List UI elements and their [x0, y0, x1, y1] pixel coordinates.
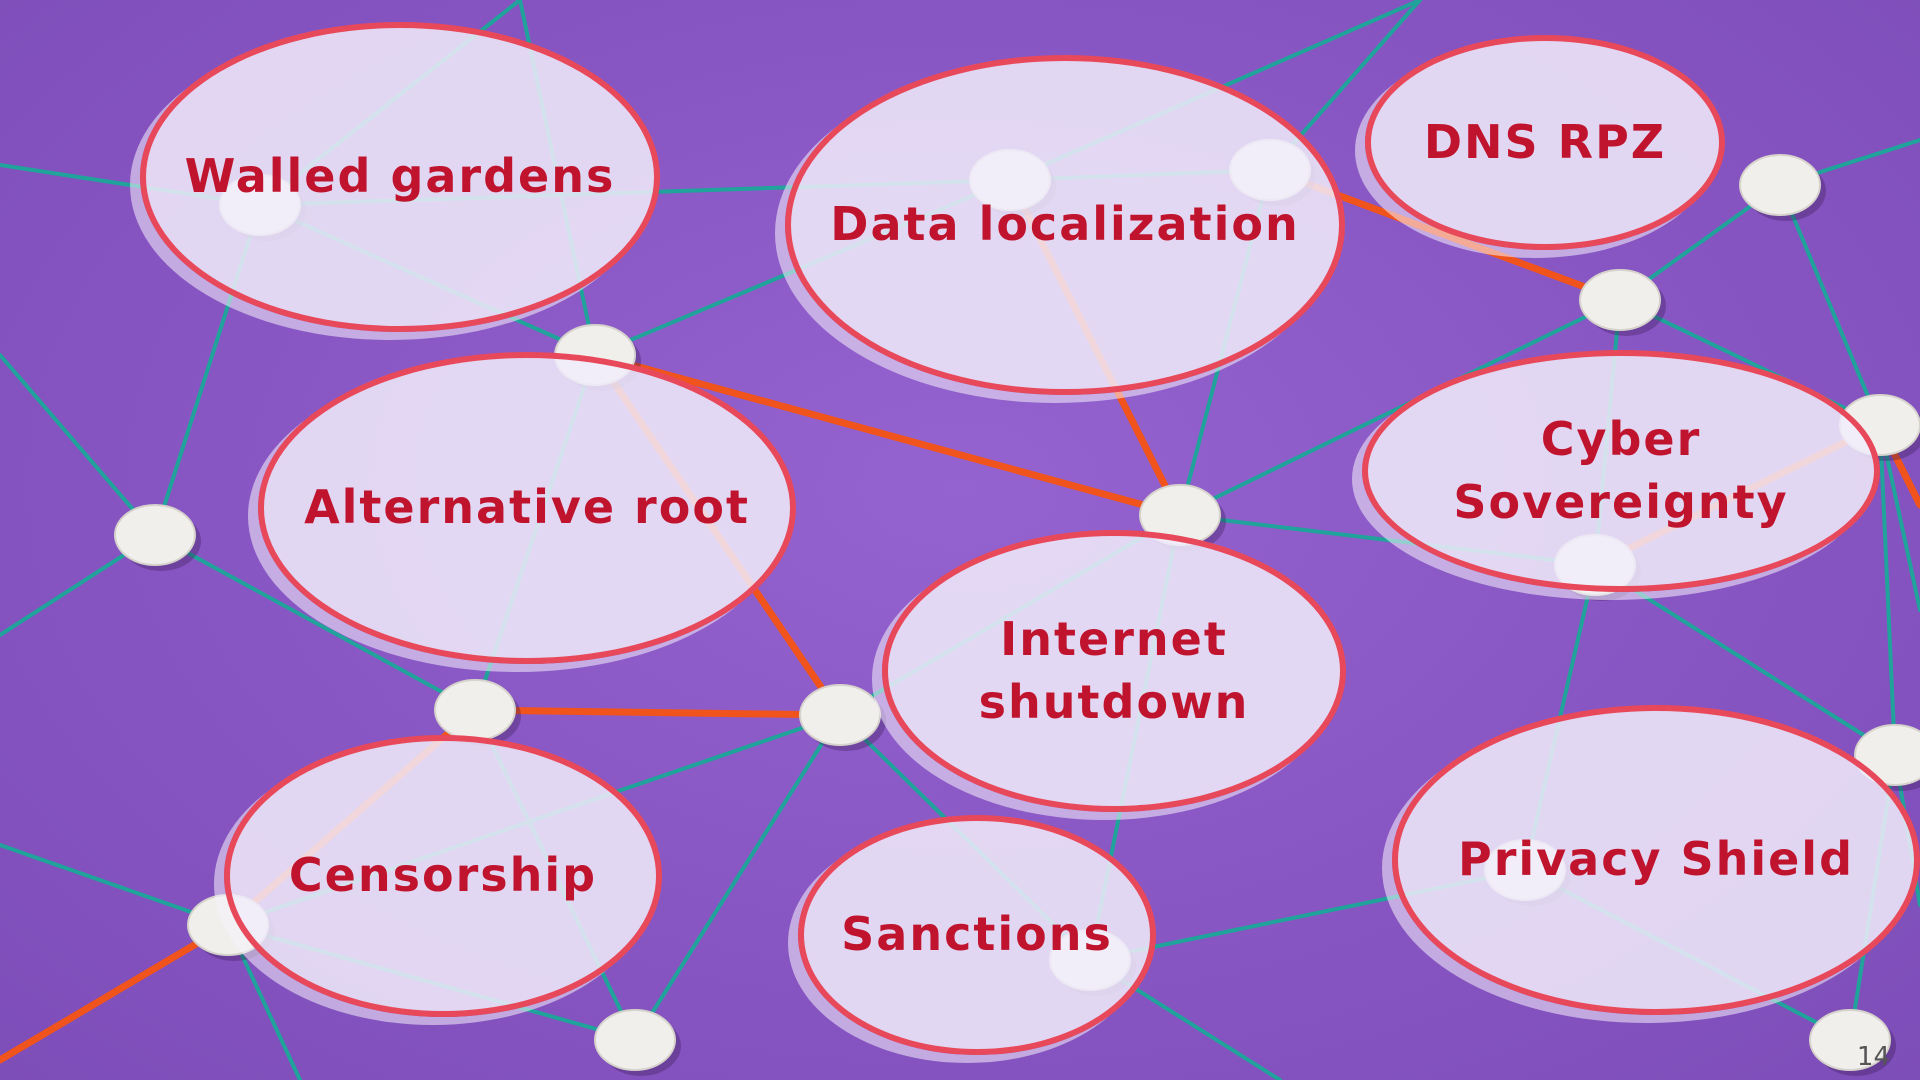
cyber-sovereignty-line2: Sovereignty: [1453, 475, 1789, 529]
cyber-sovereignty-bubble: Cyber Sovereignty: [1362, 350, 1880, 592]
push-pin: [1739, 154, 1821, 216]
walled-gardens-label: Walled gardens: [184, 149, 616, 204]
orange-string: [471, 706, 844, 719]
sanctions-label: Sanctions: [841, 907, 1113, 962]
teal-string: [153, 533, 477, 712]
teal-string: [1593, 563, 1897, 757]
teal-string: [0, 353, 157, 537]
cyber-sovereignty-text: Cyber Sovereignty: [1453, 408, 1788, 535]
data-localization-label: Data localization: [830, 197, 1300, 252]
walled-gardens-bubble: Walled gardens: [140, 22, 660, 332]
alternative-root-bubble: Alternative root: [258, 352, 796, 664]
teal-string: [1878, 423, 1920, 612]
data-localization-bubble: Data localization: [785, 55, 1345, 395]
dns-rpz-label: DNS RPZ: [1423, 114, 1667, 169]
internet-shutdown-bubble: Internet shutdown: [882, 530, 1346, 812]
censorship-label: Censorship: [288, 848, 598, 903]
internet-shutdown-text: Internet shutdown: [979, 608, 1250, 735]
teal-string: [0, 843, 230, 927]
alternative-root-label: Alternative root: [304, 480, 750, 535]
sanctions-bubble: Sanctions: [798, 815, 1156, 1055]
push-pin: [1579, 269, 1661, 331]
orange-string: [591, 351, 1184, 519]
teal-string: [1778, 183, 1882, 427]
push-pin: [594, 1009, 676, 1071]
push-pin: [434, 679, 516, 741]
internet-shutdown-line1: Internet: [1000, 611, 1228, 666]
orange-string: [0, 921, 232, 1064]
page-number: 14: [1856, 1042, 1890, 1072]
teal-string: [633, 713, 842, 1042]
internet-shutdown-line2: shutdown: [978, 675, 1250, 729]
privacy-shield-label: Privacy Shield: [1458, 832, 1854, 887]
teal-string: [1878, 423, 1897, 757]
privacy-shield-bubble: Privacy Shield: [1392, 705, 1920, 1015]
cyber-sovereignty-line1: Cyber: [1540, 411, 1702, 466]
push-pin: [114, 504, 196, 566]
push-pin: [1809, 1009, 1891, 1071]
censorship-bubble: Censorship: [224, 735, 662, 1017]
dns-rpz-bubble: DNS RPZ: [1365, 35, 1725, 250]
push-pin: [799, 684, 881, 746]
